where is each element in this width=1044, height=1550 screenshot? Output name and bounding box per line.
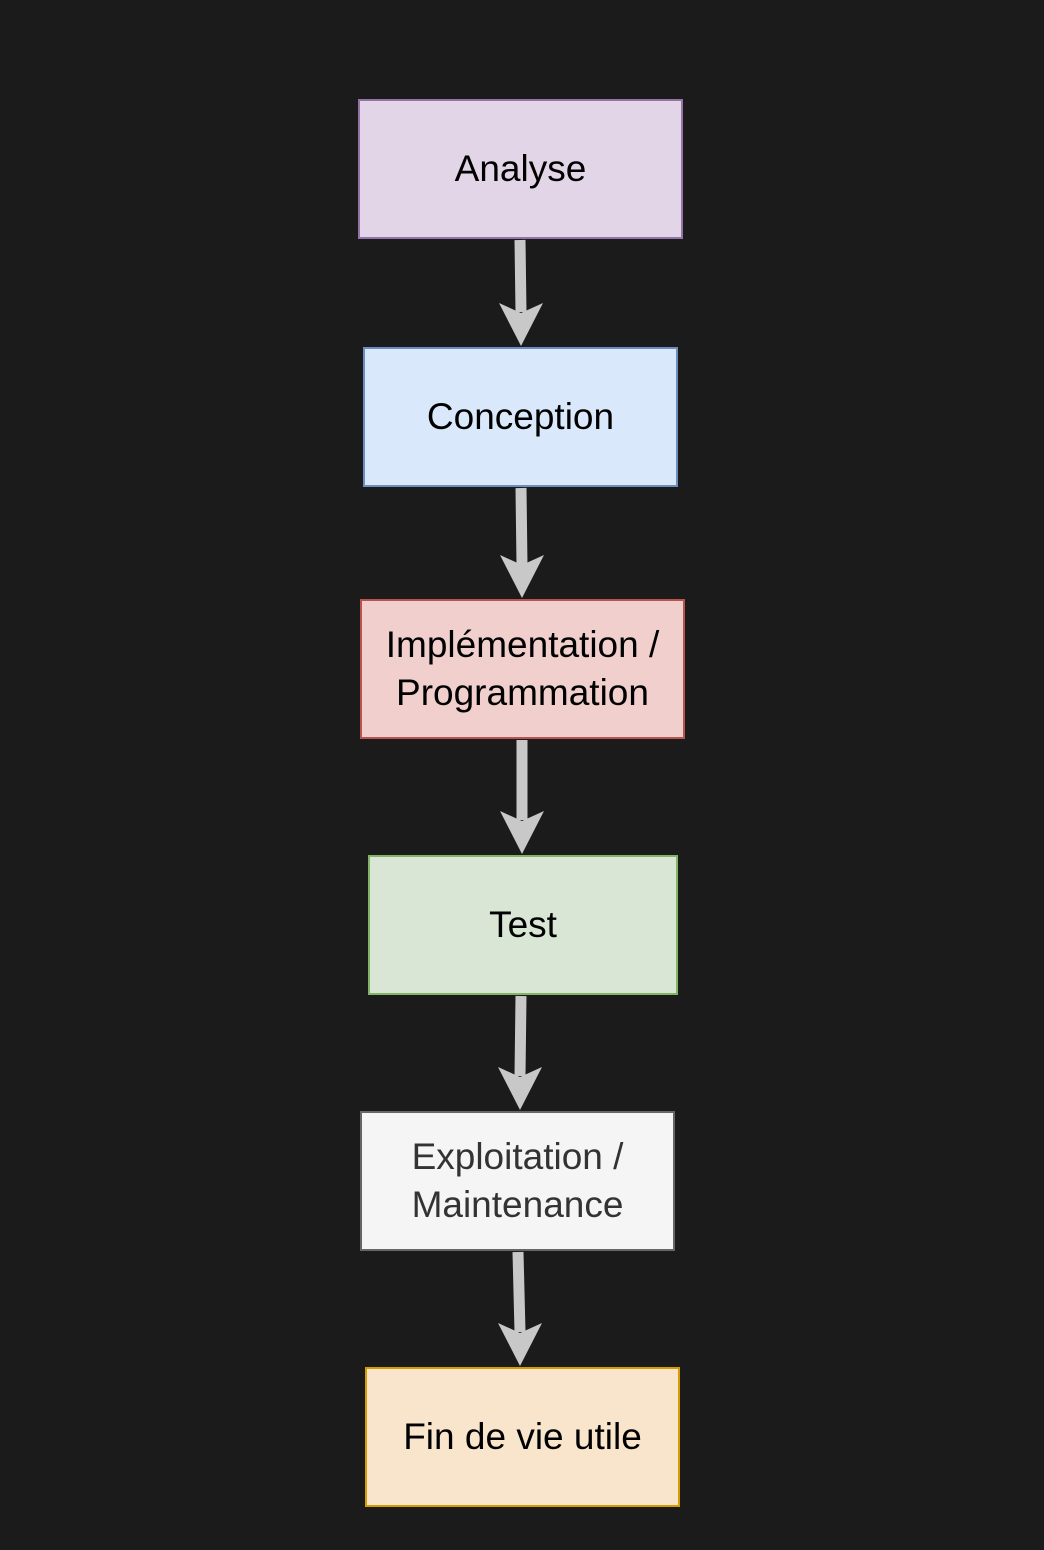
node-exploitation[interactable]: Exploitation / Maintenance (360, 1111, 675, 1251)
node-conception[interactable]: Conception (363, 347, 678, 487)
arrow-test-to-exploitation (498, 995, 542, 1110)
node-analyse-label: Analyse (454, 148, 587, 189)
node-test-label: Test (489, 904, 557, 945)
node-test[interactable]: Test (368, 855, 678, 995)
node-implementation[interactable]: Implémentation / Programmation (360, 599, 685, 739)
node-fin-de-vie-label: Fin de vie utile (403, 1416, 642, 1457)
node-exploitation-label: Exploitation / Maintenance (411, 1136, 624, 1225)
arrow-exploitation-to-finvie (498, 1251, 542, 1366)
node-implementation-label: Implémentation / Programmation (385, 624, 660, 713)
arrow-implementation-to-test (500, 740, 544, 854)
node-analyse[interactable]: Analyse (358, 99, 683, 239)
node-fin-de-vie[interactable]: Fin de vie utile (365, 1367, 680, 1507)
arrow-conception-to-implementation (500, 487, 544, 598)
arrow-analyse-to-conception (499, 239, 543, 346)
node-conception-label: Conception (426, 396, 615, 437)
